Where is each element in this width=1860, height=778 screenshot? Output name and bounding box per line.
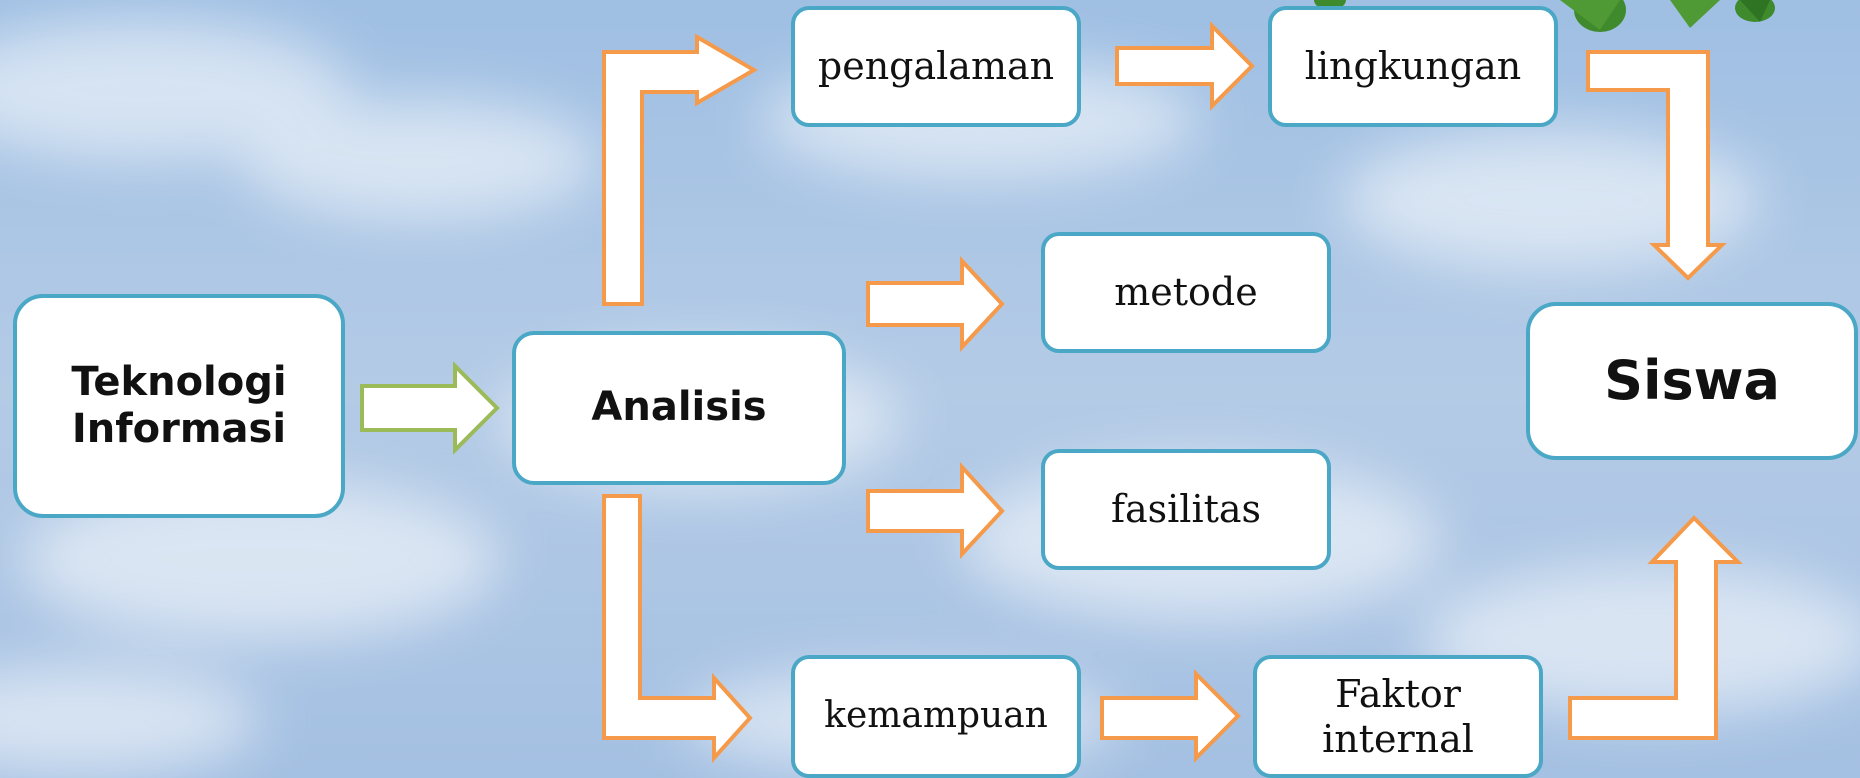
node-pengalaman-label: pengalaman [817, 44, 1055, 89]
node-metode-label: metode [1114, 270, 1258, 315]
node-kemampuan: kemampuan [791, 655, 1081, 778]
node-metode: metode [1041, 232, 1331, 353]
node-analisis-label: Analisis [591, 384, 767, 431]
node-pengalaman: pengalaman [791, 6, 1081, 127]
node-analisis: Analisis [512, 331, 846, 485]
arrow-pengalaman-to-lingkungan [1115, 21, 1255, 111]
node-teknologi-informasi-label: Teknologi Informasi [71, 358, 287, 452]
arrow-teknologi-to-analisis [360, 361, 500, 455]
node-siswa: Siswa [1526, 302, 1858, 460]
node-fasilitas: fasilitas [1041, 449, 1331, 570]
arrow-analisis-to-metode [866, 255, 1005, 353]
arrow-lingkungan-to-siswa [1586, 50, 1727, 281]
node-fasilitas-label: fasilitas [1110, 487, 1262, 532]
arrow-kemampuan-to-faktor [1100, 669, 1241, 763]
leaves-decoration [1314, 0, 1775, 32]
arrow-analisis-to-fasilitas [866, 461, 1005, 560]
arrow-analisis-to-pengalaman [602, 33, 758, 306]
node-teknologi-informasi: Teknologi Informasi [13, 294, 345, 518]
arrow-analisis-to-kemampuan [602, 494, 753, 764]
node-lingkungan: lingkungan [1268, 6, 1558, 127]
node-faktor-internal-label: Faktor internal [1322, 671, 1474, 761]
node-siswa-label: Siswa [1604, 349, 1780, 413]
arrow-faktor-to-siswa [1568, 515, 1743, 740]
node-lingkungan-label: lingkungan [1304, 44, 1522, 89]
node-faktor-internal: Faktor internal [1253, 655, 1543, 778]
node-kemampuan-label: kemampuan [824, 695, 1048, 737]
